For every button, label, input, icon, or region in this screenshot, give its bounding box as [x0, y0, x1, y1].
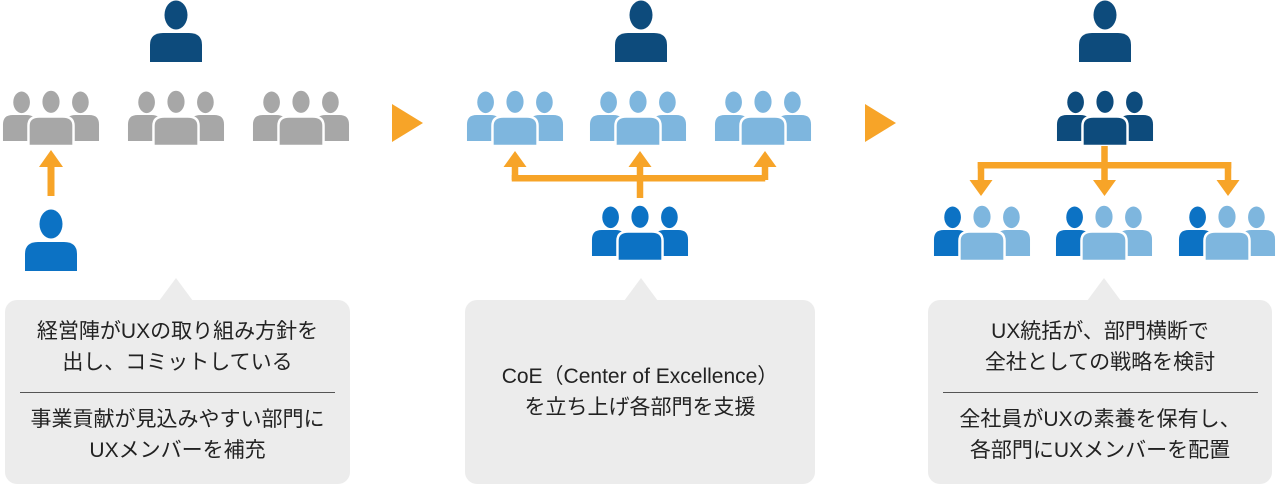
stage-transition-arrow-icon: [392, 104, 423, 142]
mixed-department-team-icon: [933, 204, 1031, 261]
stage-transition-arrow-icon: [865, 104, 896, 142]
deploy-down-arrows-icon: [960, 146, 1244, 198]
mixed-department-team-icon: [1055, 204, 1153, 261]
stage-3-caption-bottom: 全社員がUXの素養を保有し、 各部門にUXメンバーを配置: [959, 408, 1241, 462]
caption-box-stage-2: CoE（Center of Excellence） を立ち上げ各部門を支援: [465, 300, 815, 484]
caption-pointer: [159, 278, 193, 301]
caption-divider: [942, 392, 1258, 393]
caption-box-stage-1: 経営陣がUXの取り組み方針を 出し、コミットしている 事業貢献が見込みやすい部門…: [5, 300, 350, 484]
mixed-department-team-icon: [1178, 204, 1276, 261]
caption-pointer: [1087, 278, 1121, 301]
stage-1-caption-top: 経営陣がUXの取り組み方針を 出し、コミットしている: [36, 320, 319, 374]
caption-divider: [20, 392, 335, 393]
stage-1-caption-bottom: 事業貢献が見込みやすい部門に UXメンバーを補充: [30, 408, 325, 462]
caption-pointer: [624, 278, 658, 301]
caption-box-stage-3: UX統括が、部門横断で 全社としての戦略を検討 全社員がUXの素養を保有し、 各…: [928, 300, 1272, 484]
stage-2-caption: CoE（Center of Excellence） を立ち上げ各部門を支援: [501, 365, 779, 419]
executive-person-icon: [1079, 0, 1131, 62]
stage-3-caption-top: UX統括が、部門横断で 全社としての戦略を検討: [984, 320, 1216, 374]
ux-lead-team-icon: [1056, 89, 1154, 146]
